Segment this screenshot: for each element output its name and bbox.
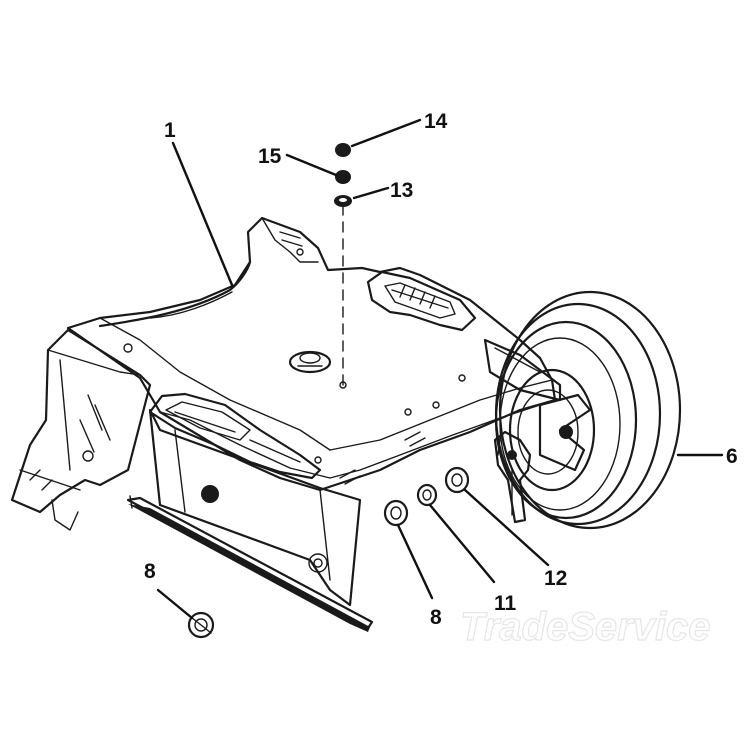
- washer-11: [416, 483, 438, 507]
- leader-8-axle: [396, 523, 434, 600]
- nut-14: [335, 143, 351, 157]
- leader-15: [285, 153, 338, 177]
- height-adjust-lever: [493, 430, 532, 524]
- leader-14: [350, 118, 422, 148]
- leader-1: [171, 141, 234, 287]
- leader-13: [352, 186, 390, 200]
- deck-body: [66, 216, 557, 492]
- callout-11: 11: [494, 592, 517, 615]
- axle-hardware: [383, 466, 470, 527]
- leader-12: [463, 488, 550, 567]
- front-skirt: [148, 408, 362, 607]
- rear-handle-bracket: [366, 270, 477, 332]
- hardware-stack: [334, 143, 352, 207]
- leader-lines: [156, 118, 724, 620]
- nut-12: [444, 466, 470, 494]
- bottom-rail: [126, 495, 374, 632]
- nut-8-axle: [383, 499, 409, 527]
- callout-15: 15: [258, 145, 282, 168]
- leader-11: [428, 503, 496, 584]
- callout-8-axle: 8: [430, 606, 442, 629]
- callout-14: 14: [424, 110, 448, 133]
- loose-nut-8: [187, 611, 215, 639]
- callout-12: 12: [544, 567, 567, 590]
- callout-13: 13: [390, 179, 413, 202]
- left-side-frame: [10, 328, 152, 531]
- leader-8-loose: [156, 588, 194, 620]
- skirt-hole: [201, 485, 219, 503]
- front-handle-bracket: [148, 392, 322, 480]
- callout-labels: 1 14 15 13 6 8 8 11 12: [144, 110, 738, 629]
- wheel-assembly: [483, 290, 682, 530]
- assembly-axis: [339, 204, 347, 389]
- lock-washer-15: [335, 170, 351, 184]
- callout-1: 1: [164, 119, 176, 142]
- watermark-text: TradeService: [460, 605, 711, 649]
- callout-6: 6: [726, 445, 738, 468]
- callout-8-loose: 8: [144, 560, 156, 583]
